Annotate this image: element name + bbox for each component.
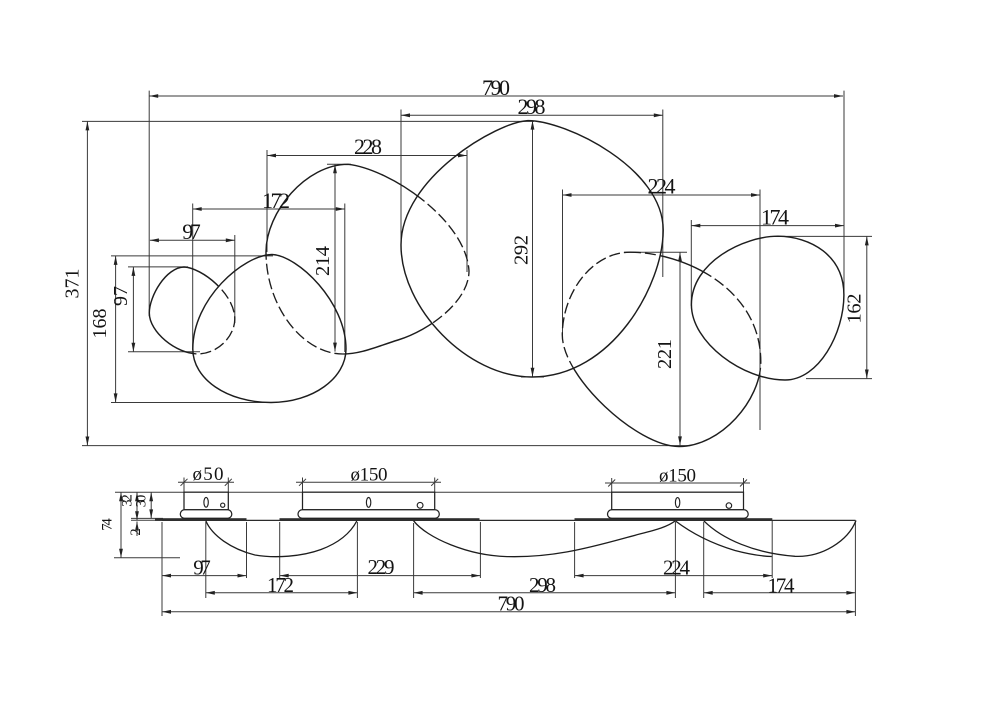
svg-text:228: 228 [354, 134, 382, 159]
svg-text:224: 224 [663, 555, 691, 579]
svg-text:97: 97 [182, 219, 201, 244]
svg-text:298: 298 [529, 573, 556, 597]
svg-text:292: 292 [511, 235, 533, 265]
svg-text:371: 371 [62, 269, 84, 299]
svg-text:ø150: ø150 [659, 466, 696, 487]
svg-text:162: 162 [844, 294, 866, 324]
svg-text:2: 2 [128, 528, 144, 535]
svg-text:97: 97 [193, 555, 211, 579]
svg-text:224: 224 [648, 173, 676, 198]
svg-text:174: 174 [761, 204, 789, 229]
svg-text:790: 790 [482, 75, 510, 100]
svg-text:214: 214 [312, 246, 334, 276]
svg-text:97: 97 [110, 286, 132, 306]
svg-text:229: 229 [368, 555, 395, 579]
svg-text:172: 172 [262, 188, 290, 213]
svg-text:298: 298 [518, 94, 546, 119]
svg-text:168: 168 [89, 309, 111, 339]
svg-text:32: 32 [120, 494, 136, 507]
svg-text:221: 221 [654, 339, 676, 369]
svg-text:74: 74 [100, 518, 116, 531]
svg-text:172: 172 [267, 573, 294, 597]
svg-text:ø150: ø150 [351, 465, 388, 486]
svg-text:ø50: ø50 [193, 464, 224, 485]
svg-text:174: 174 [768, 573, 796, 597]
svg-text:790: 790 [498, 592, 525, 616]
svg-text:30: 30 [134, 495, 150, 508]
